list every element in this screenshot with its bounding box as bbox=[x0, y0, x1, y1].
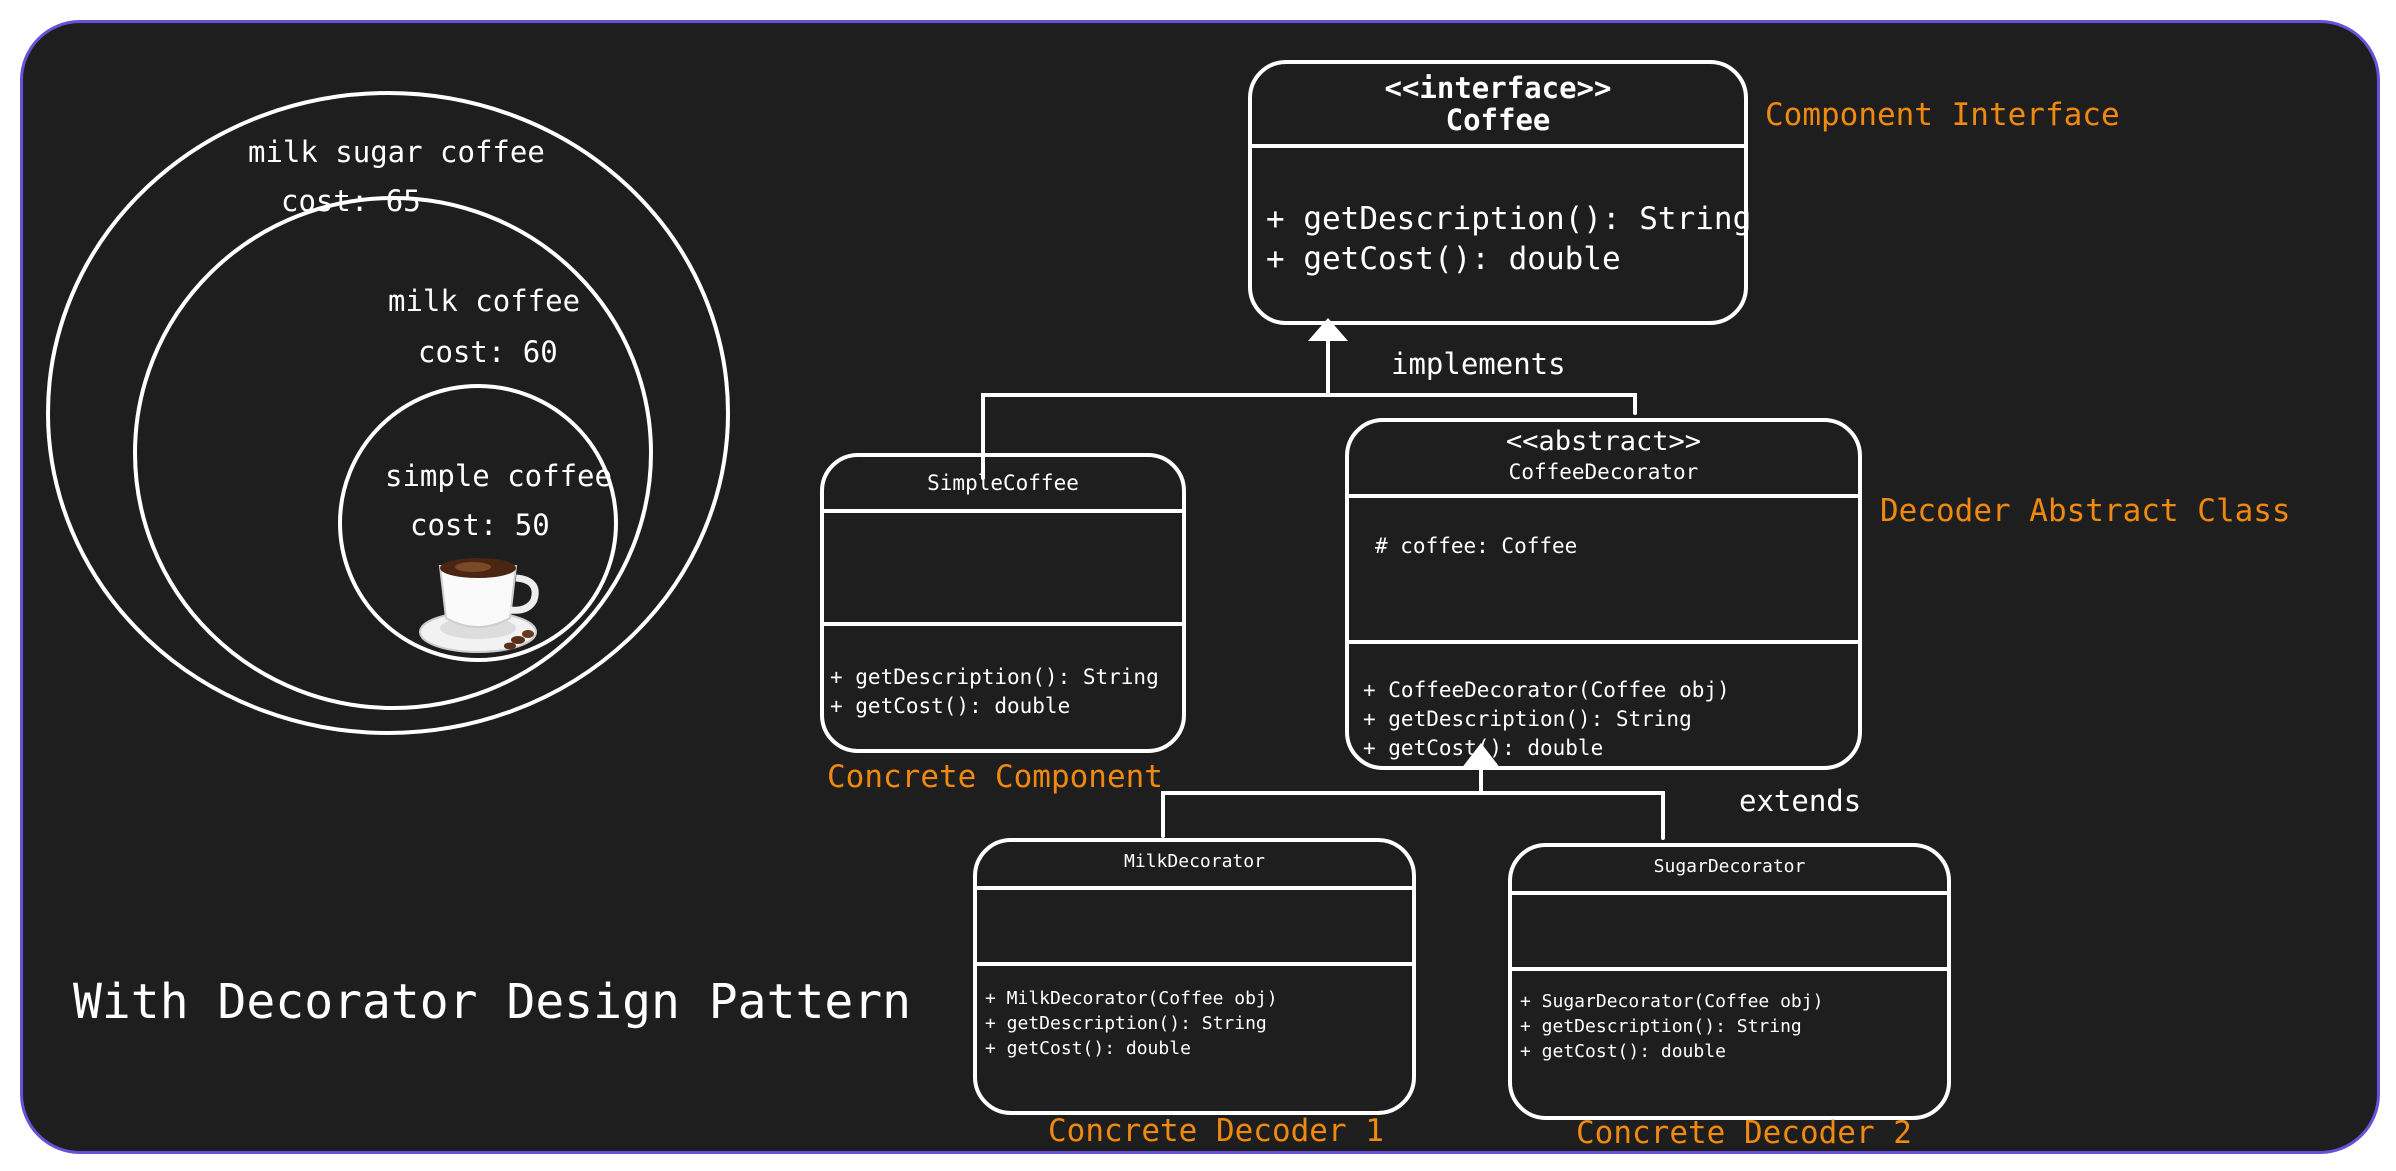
sugar-decorator-method: + getCost(): double bbox=[1520, 1041, 1726, 1062]
extends-arrowhead bbox=[1461, 743, 1501, 769]
coffee-cup-icon bbox=[419, 558, 539, 653]
concrete-component-annotation: Concrete Component bbox=[827, 759, 1163, 795]
interface-stereotype: <<interface>> bbox=[1384, 71, 1612, 105]
outer-circle bbox=[46, 91, 730, 735]
middle-circle-label: milk coffee bbox=[388, 284, 581, 318]
decorator-method: + CoffeeDecorator(Coffee obj) bbox=[1363, 678, 1730, 702]
interface-separator bbox=[1250, 144, 1746, 148]
milk-decorator-method: + MilkDecorator(Coffee obj) bbox=[985, 988, 1278, 1009]
extends-label: extends bbox=[1739, 784, 1862, 818]
milk-decorator-name: MilkDecorator bbox=[1124, 851, 1265, 872]
coffee-decorator-box: <<abstract>> CoffeeDecorator # coffee: C… bbox=[1345, 418, 1862, 770]
sugar-decorator-name: SugarDecorator bbox=[1653, 856, 1806, 877]
diagram-canvas: milk sugar coffee cost: 65 milk coffee c… bbox=[20, 20, 2380, 1154]
sugar-decorator-separator bbox=[1510, 891, 1949, 895]
implements-arrowhead bbox=[1308, 318, 1348, 341]
implements-connector bbox=[981, 393, 1637, 480]
simple-coffee-method: + getCost(): double bbox=[830, 694, 1071, 718]
milk-decorator-box: MilkDecorator + MilkDecorator(Coffee obj… bbox=[973, 838, 1416, 1115]
inner-circle bbox=[338, 384, 618, 662]
interface-name: Coffee bbox=[1445, 103, 1551, 137]
sugar-decorator-separator bbox=[1510, 967, 1949, 971]
simple-coffee-separator bbox=[822, 622, 1184, 626]
concrete-decoder-2-annotation: Concrete Decoder 2 bbox=[1576, 1115, 1912, 1151]
middle-circle bbox=[133, 196, 653, 710]
implements-label: implements bbox=[1391, 347, 1566, 381]
simple-coffee-box: SimpleCoffee + getDescription(): String … bbox=[820, 453, 1186, 753]
interface-method: + getDescription(): String bbox=[1266, 201, 1752, 237]
coffee-interface-box: <<interface>> Coffee + getDescription():… bbox=[1248, 60, 1752, 325]
milk-decorator-method: + getDescription(): String bbox=[985, 1013, 1267, 1034]
decorator-separator bbox=[1347, 640, 1860, 644]
sugar-decorator-method: + SugarDecorator(Coffee obj) bbox=[1520, 991, 1824, 1012]
simple-coffee-name: SimpleCoffee bbox=[927, 471, 1079, 495]
simple-coffee-separator bbox=[822, 509, 1184, 513]
decorator-separator bbox=[1347, 494, 1860, 498]
decorator-method: + getDescription(): String bbox=[1363, 707, 1692, 731]
interface-method: + getCost(): double bbox=[1266, 241, 1621, 277]
extends-connector bbox=[1161, 791, 1665, 840]
milk-decorator-method: + getCost(): double bbox=[985, 1038, 1191, 1059]
decorator-name: CoffeeDecorator bbox=[1508, 460, 1699, 484]
sugar-decorator-box: SugarDecorator + SugarDecorator(Coffee o… bbox=[1508, 843, 1951, 1120]
decorator-stereotype: <<abstract>> bbox=[1505, 426, 1702, 457]
decorator-field: # coffee: Coffee bbox=[1375, 534, 1578, 558]
middle-circle-cost: cost: 60 bbox=[418, 335, 558, 369]
concrete-decoder-1-annotation: Concrete Decoder 1 bbox=[1048, 1113, 1384, 1149]
outer-circle-cost: cost: 65 bbox=[281, 184, 421, 218]
inner-circle-label: simple coffee bbox=[385, 459, 612, 493]
milk-decorator-separator bbox=[975, 962, 1414, 966]
simple-coffee-method: + getDescription(): String bbox=[830, 665, 1159, 689]
decoder-abstract-annotation: Decoder Abstract Class bbox=[1880, 493, 2291, 529]
component-interface-annotation: Component Interface bbox=[1765, 97, 2120, 133]
inner-circle-cost: cost: 50 bbox=[410, 508, 550, 542]
outer-circle-label: milk sugar coffee bbox=[248, 135, 545, 169]
decorator-method: + getCost(): double bbox=[1363, 736, 1604, 760]
milk-decorator-separator bbox=[975, 886, 1414, 890]
sugar-decorator-method: + getDescription(): String bbox=[1520, 1016, 1802, 1037]
diagram-title: With Decorator Design Pattern bbox=[73, 974, 912, 1030]
diagram-lines bbox=[46, 91, 1665, 840]
